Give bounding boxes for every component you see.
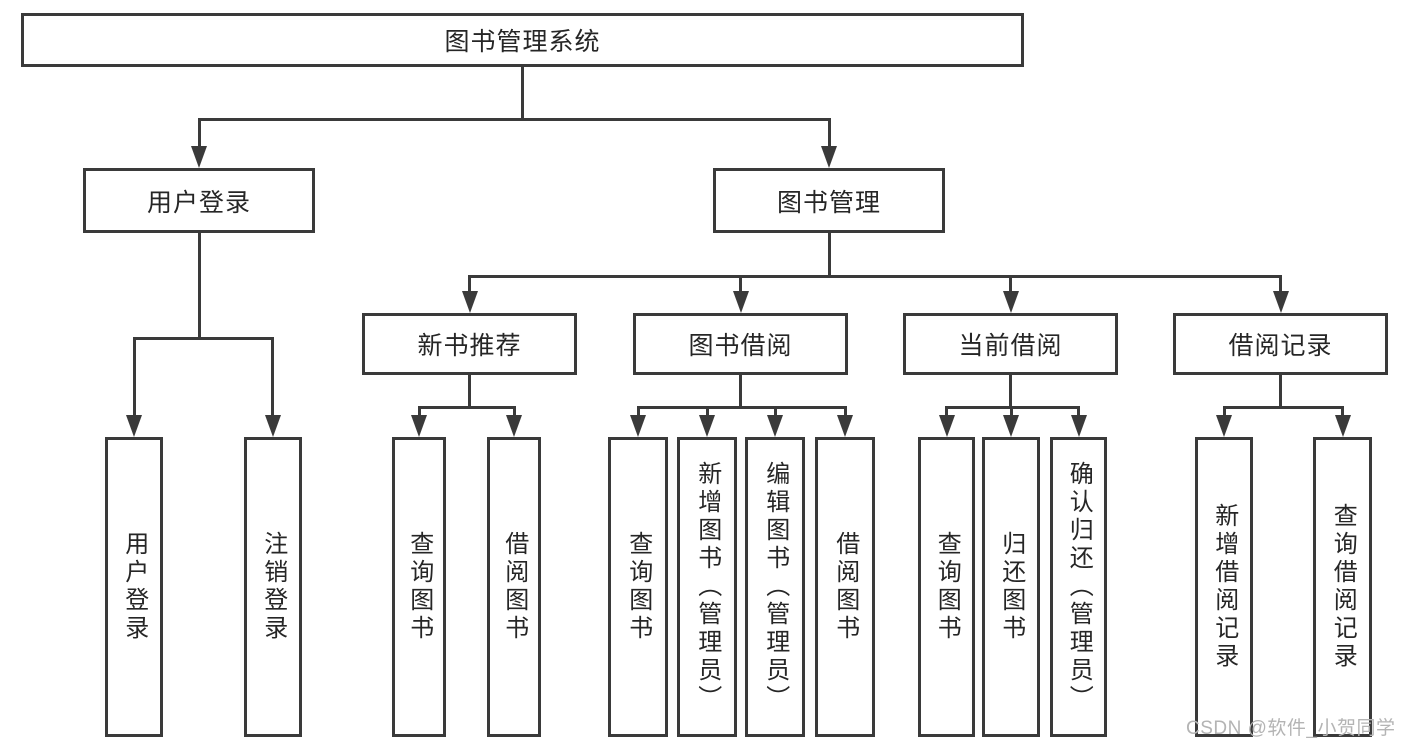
connector-line <box>1279 275 1282 295</box>
connector-line <box>773 406 777 419</box>
connector-arrowhead <box>1272 291 1289 313</box>
leaf-user-login-label: 用户登录 <box>120 531 148 643</box>
connector-arrowhead <box>732 291 749 313</box>
watermark: CSDN @软件_小贺同学 <box>1186 718 1396 739</box>
connector-arrowhead <box>411 415 427 437</box>
connector-line <box>843 406 847 419</box>
connector-line <box>739 373 742 406</box>
node-current-borrowing: 当前借阅 <box>903 313 1118 375</box>
connector-line <box>417 406 421 419</box>
node-root-label: 图书管理系统 <box>444 28 601 56</box>
connector-arrowhead <box>767 415 783 437</box>
connector-arrowhead <box>938 415 955 437</box>
leaf-nbr-query-books: 查询图书 <box>392 437 446 737</box>
connector-arrowhead <box>699 415 715 437</box>
connector-arrowhead <box>1003 415 1019 437</box>
connector-line <box>1279 373 1282 406</box>
connector-line <box>739 275 742 295</box>
leaf-br-add-record-label: 新增借阅记录 <box>1210 503 1238 671</box>
connector-line <box>1009 406 1013 419</box>
leaf-bb-query-books-label: 查询图书 <box>624 531 652 643</box>
leaf-bb-add-books-admin: 新增图书（管理员） <box>677 437 737 737</box>
leaf-bb-edit-books-admin: 编辑图书（管理员） <box>745 437 805 737</box>
leaf-bb-add-books-admin-label: 新增图书（管理员） <box>693 461 721 713</box>
connector-arrowhead <box>1070 415 1087 437</box>
connector-line <box>520 65 524 118</box>
node-book-borrowing: 图书借阅 <box>633 313 848 375</box>
leaf-logout-label: 注销登录 <box>259 531 287 643</box>
connector-line <box>705 406 709 419</box>
connector-arrowhead <box>191 146 207 168</box>
node-borrowing-records: 借阅记录 <box>1173 313 1388 375</box>
connector-line <box>1009 275 1012 295</box>
leaf-cb-confirm-return-admin-label: 确认归还（管理员） <box>1065 461 1093 713</box>
node-borrowing-records-label: 借阅记录 <box>1228 332 1333 360</box>
connector-arrowhead <box>1216 415 1232 437</box>
connector-line <box>636 406 847 409</box>
connector-line <box>468 373 471 406</box>
connector-line <box>197 118 201 150</box>
connector-line <box>827 231 831 275</box>
leaf-nbr-borrow-books-label: 借阅图书 <box>500 531 528 643</box>
connector-line <box>827 118 831 150</box>
node-user-login-label: 用户登录 <box>146 188 251 217</box>
connector-line <box>197 118 831 121</box>
connector-line <box>1009 373 1012 406</box>
leaf-bb-query-books: 查询图书 <box>608 437 668 737</box>
connector-line <box>271 337 274 419</box>
node-new-book-recommend: 新书推荐 <box>362 313 577 375</box>
leaf-br-query-record-label: 查询借阅记录 <box>1329 503 1357 671</box>
connector-line <box>132 337 274 340</box>
node-user-login: 用户登录 <box>83 168 315 233</box>
connector-line <box>468 275 1282 278</box>
connector-line <box>417 406 516 409</box>
connector-line <box>1222 406 1226 419</box>
leaf-cb-query-books: 查询图书 <box>918 437 975 737</box>
leaf-nbr-query-books-label: 查询图书 <box>405 531 433 643</box>
node-new-book-recommend-label: 新书推荐 <box>417 332 522 360</box>
leaf-bb-edit-books-admin-label: 编辑图书（管理员） <box>761 461 789 713</box>
leaf-logout: 注销登录 <box>244 437 302 737</box>
leaf-cb-confirm-return-admin: 确认归还（管理员） <box>1050 437 1107 737</box>
connector-arrowhead <box>461 291 478 313</box>
leaf-cb-query-books-label: 查询图书 <box>933 531 961 643</box>
connector-line <box>1341 406 1344 419</box>
connector-arrowhead <box>506 415 522 437</box>
leaf-cb-return-books-label: 归还图书 <box>997 531 1025 643</box>
node-book-management-label: 图书管理 <box>776 188 881 217</box>
connector-line <box>636 406 640 419</box>
connector-arrowhead <box>264 415 281 437</box>
connector-line <box>1222 406 1344 409</box>
leaf-cb-return-books: 归还图书 <box>982 437 1040 737</box>
connector-line <box>945 406 1080 409</box>
connector-line <box>945 406 948 419</box>
leaf-br-add-record: 新增借阅记录 <box>1195 437 1253 737</box>
connector-arrowhead <box>821 146 837 168</box>
connector-line <box>1077 406 1080 419</box>
node-book-management: 图书管理 <box>713 168 945 233</box>
node-root: 图书管理系统 <box>21 13 1024 67</box>
leaf-bb-borrow-books: 借阅图书 <box>815 437 875 737</box>
connector-line <box>512 406 516 419</box>
connector-arrowhead <box>837 415 853 437</box>
connector-arrowhead <box>1002 291 1019 313</box>
leaf-nbr-borrow-books: 借阅图书 <box>487 437 541 737</box>
leaf-br-query-record: 查询借阅记录 <box>1313 437 1372 737</box>
node-book-borrowing-label: 图书借阅 <box>688 332 793 360</box>
connector-arrowhead <box>1334 415 1351 437</box>
connector-line <box>468 275 471 295</box>
leaf-bb-borrow-books-label: 借阅图书 <box>831 531 859 643</box>
connector-line <box>197 231 201 337</box>
connector-arrowhead <box>126 415 142 437</box>
connector-line <box>132 337 136 419</box>
node-current-borrowing-label: 当前借阅 <box>958 332 1063 360</box>
connector-arrowhead <box>630 415 646 437</box>
leaf-user-login: 用户登录 <box>105 437 163 737</box>
